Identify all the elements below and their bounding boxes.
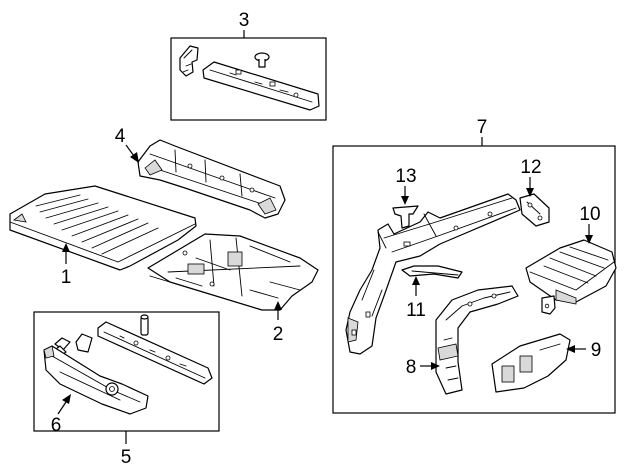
leader-1 [62, 243, 70, 264]
callout-2: 2 [273, 324, 284, 345]
group-box-3 [170, 37, 327, 121]
callout-1: 1 [61, 267, 72, 288]
leader-8 [420, 362, 440, 370]
part-5-rocker-reinforcement[interactable] [97, 321, 213, 385]
part-10-tab[interactable] [541, 295, 556, 315]
callout-3: 3 [239, 10, 250, 31]
leader-12 [526, 177, 534, 197]
leader-10 [585, 224, 593, 244]
part-2-center-floor-pan[interactable] [147, 233, 319, 311]
part-4-rear-crossmember[interactable] [137, 139, 286, 219]
part-5-pin[interactable] [140, 314, 149, 336]
part-7-rear-rail[interactable] [345, 193, 521, 355]
callout-10: 10 [579, 204, 600, 225]
part-6-rocker-panel[interactable] [43, 345, 149, 415]
part-12-bracket[interactable] [519, 193, 550, 227]
part-3-clip[interactable] [254, 52, 270, 68]
part-11-brace[interactable] [401, 265, 463, 279]
part-9-corner-panel[interactable] [491, 333, 571, 393]
leader-6 [57, 394, 71, 415]
callout-13: 13 [395, 166, 416, 187]
part-3-bracket[interactable] [179, 45, 199, 77]
leader-13 [401, 186, 409, 205]
leader-2 [274, 301, 282, 320]
callout-7: 7 [477, 117, 488, 138]
callout-8: 8 [406, 357, 417, 378]
callout-9: 9 [591, 340, 602, 361]
callout-11: 11 [406, 300, 426, 321]
group-box-7 [332, 145, 616, 414]
leader-11 [412, 276, 420, 296]
callout-4: 4 [115, 126, 126, 147]
part-13-clip[interactable] [392, 205, 419, 229]
part-3-crossmember[interactable] [202, 61, 320, 111]
callout-12: 12 [520, 157, 541, 178]
part-8-wheelhouse-panel[interactable] [435, 285, 519, 395]
callout-6: 6 [51, 415, 62, 436]
part-10-rear-floor-extension[interactable] [525, 239, 617, 305]
leader-9 [566, 345, 586, 353]
part-5-bracket[interactable] [75, 333, 93, 353]
callout-5: 5 [121, 447, 132, 468]
leader-4 [125, 144, 139, 163]
